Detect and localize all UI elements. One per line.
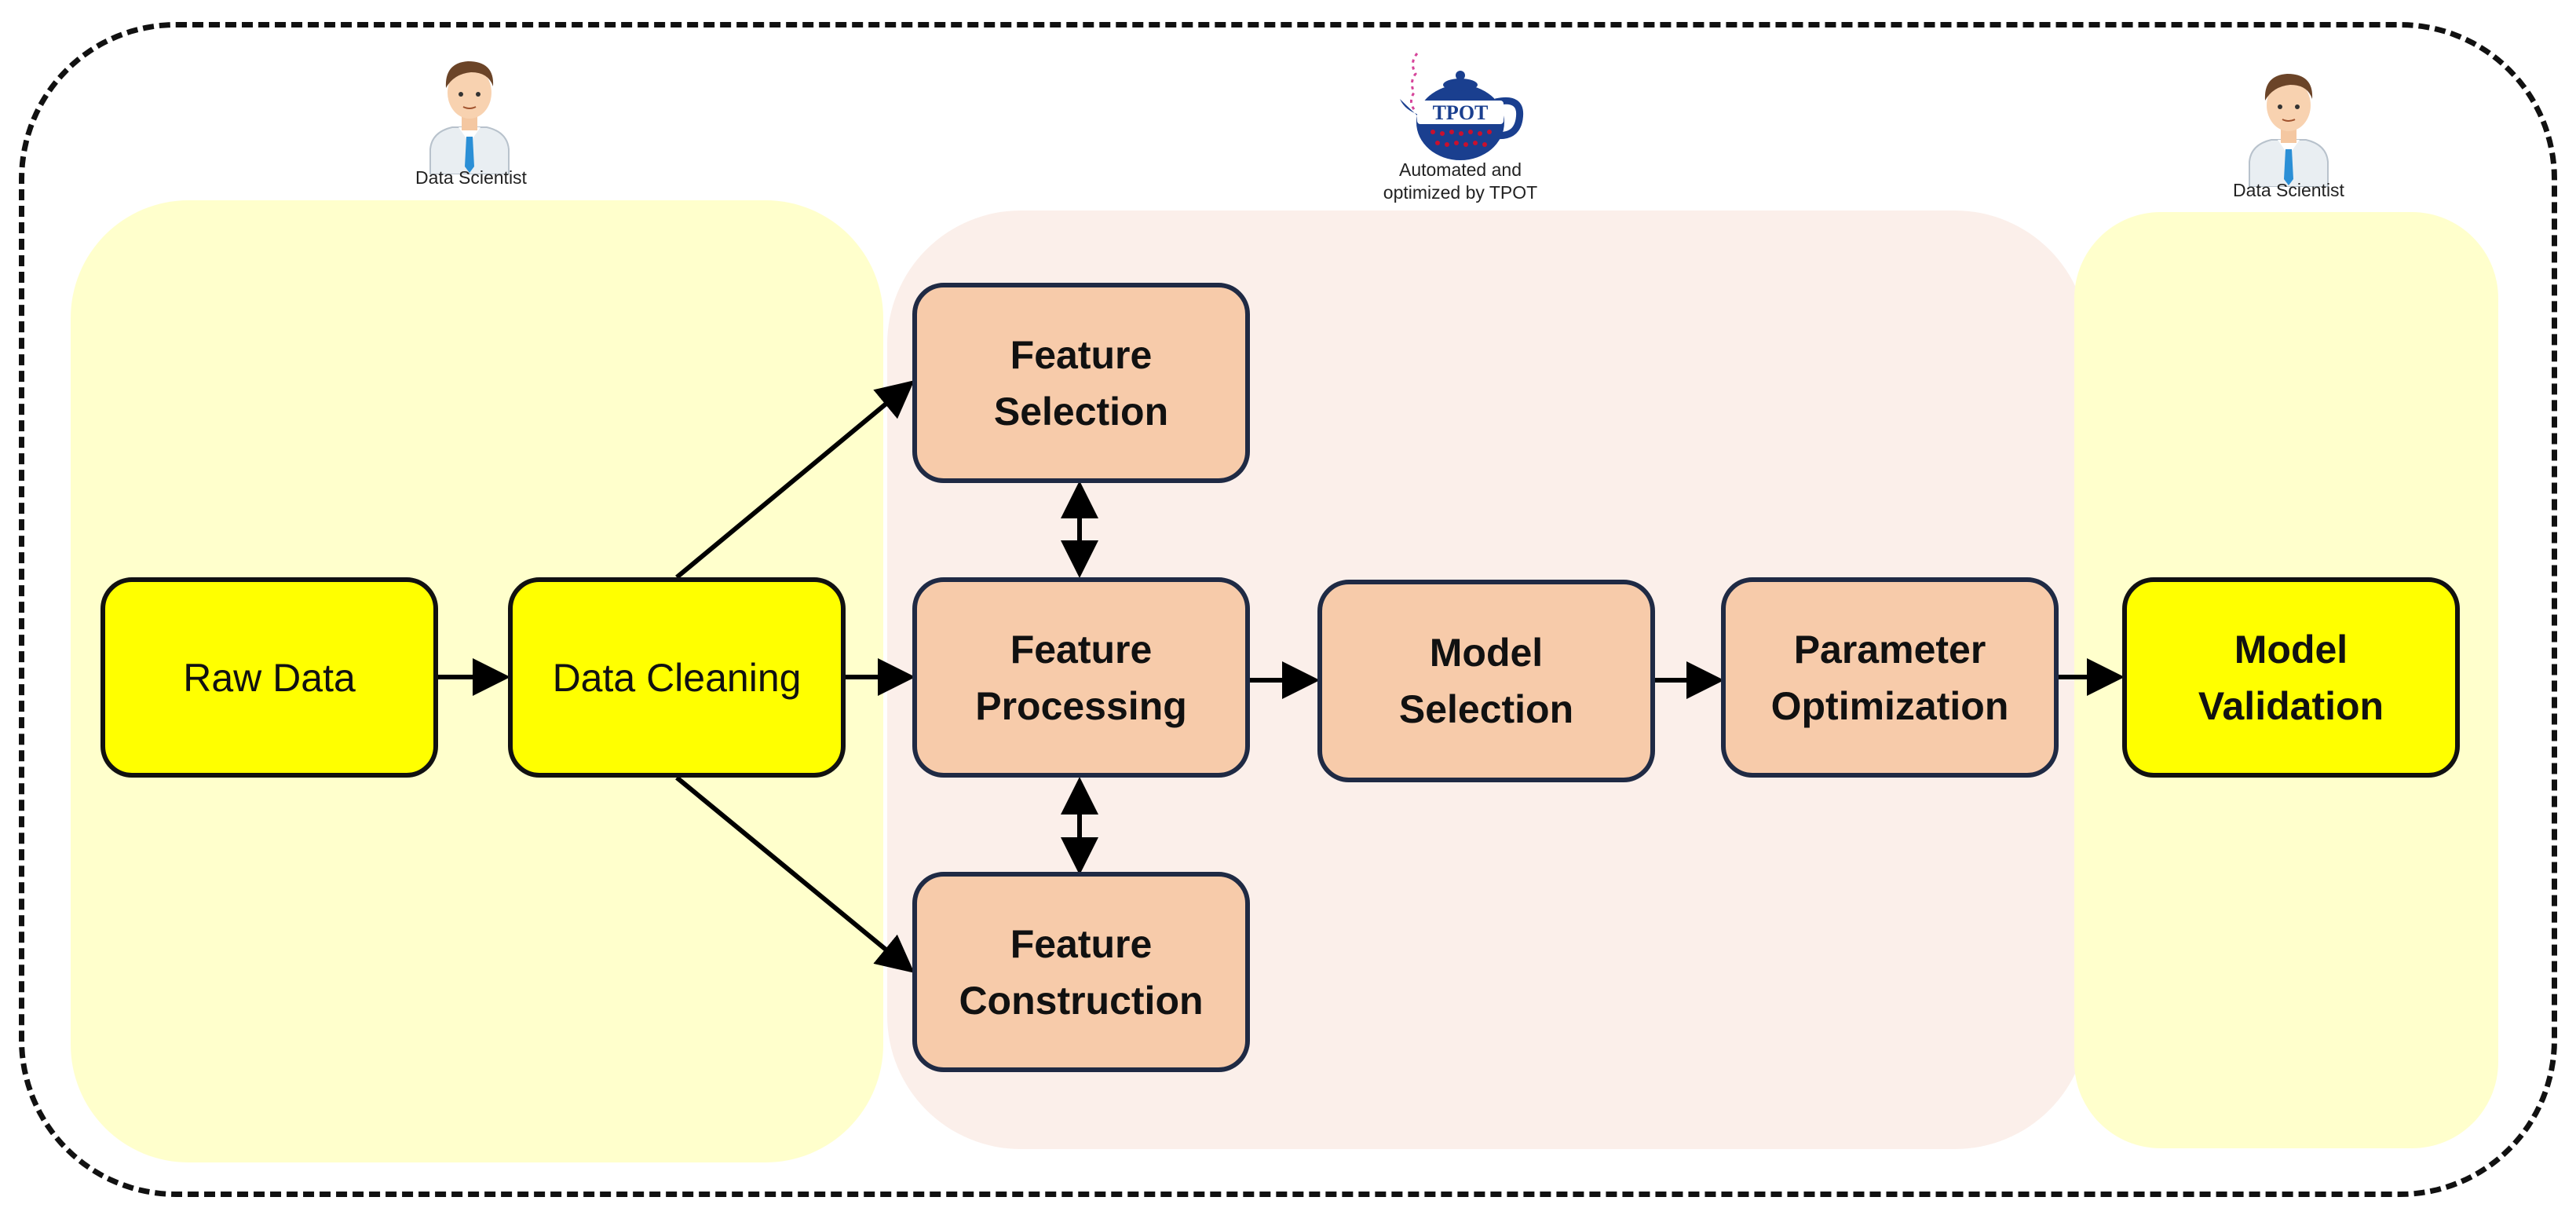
tpot-caption: Automated and optimized by TPOT — [1383, 159, 1538, 203]
tpot-teapot-logo-icon: TPOT — [1400, 53, 1524, 160]
parameter-optimization-node: Parameter Optimization — [1721, 577, 2059, 778]
data-scientist-icon — [429, 61, 510, 174]
arrow-cleaning-to-selection — [675, 380, 915, 580]
outer-dashed-boundary — [19, 22, 2557, 1197]
model-selection-label: Model Selection — [1398, 631, 1574, 731]
data-scientist-icon — [2249, 74, 2329, 187]
arrow-cleaning-to-construction — [675, 775, 915, 973]
raw-data-node: Raw Data — [100, 577, 438, 778]
raw-data-label: Raw Data — [183, 655, 356, 700]
feature-processing-label: Feature Processing — [975, 627, 1187, 728]
tpot-logo-text: TPOT — [1433, 101, 1489, 124]
model-selection-node: Model Selection — [1317, 580, 1655, 782]
data-cleaning-label: Data Cleaning — [552, 655, 802, 700]
right-role-caption: Data Scientist — [2233, 180, 2344, 200]
feature-processing-node: Feature Processing — [912, 577, 1250, 778]
parameter-optimization-label: Parameter Optimization — [1770, 627, 2009, 728]
feature-construction-label: Feature Construction — [959, 921, 1204, 1023]
feature-selection-label: Feature Selection — [993, 332, 1169, 434]
model-validation-node: Model Validation — [2122, 577, 2460, 778]
left-role-caption: Data Scientist — [415, 167, 527, 188]
feature-construction-node: Feature Construction — [912, 872, 1250, 1072]
data-cleaning-node: Data Cleaning — [508, 577, 846, 778]
model-validation-label: Model Validation — [2198, 627, 2384, 728]
feature-selection-node: Feature Selection — [912, 283, 1250, 483]
